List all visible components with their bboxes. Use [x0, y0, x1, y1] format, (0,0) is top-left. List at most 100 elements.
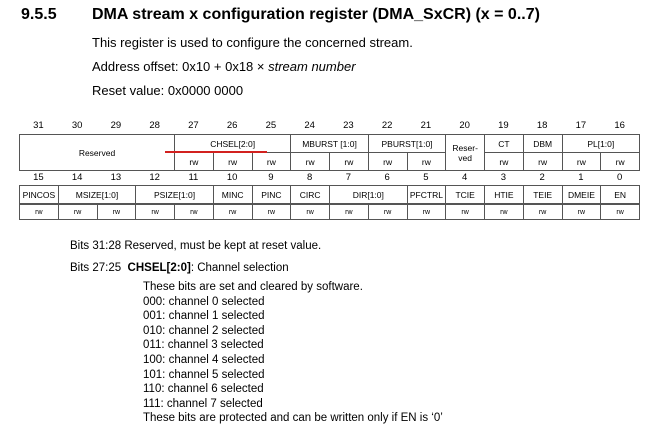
- bit-number: 22: [381, 120, 393, 131]
- bits-31-28-description: Bits 31:28 Reserved, must be kept at res…: [70, 240, 322, 252]
- section-title: DMA stream x configuration register (DMA…: [92, 6, 540, 23]
- access-type: rw: [561, 152, 602, 171]
- access-type: rw: [329, 204, 369, 220]
- bit-number: 3: [500, 172, 507, 183]
- access-type: rw: [367, 152, 408, 171]
- access-type: rw: [212, 152, 253, 171]
- access-type: rw: [251, 204, 292, 220]
- bit-number: 0: [616, 172, 623, 183]
- access-type: rw: [174, 204, 214, 220]
- access-type: rw: [406, 204, 447, 220]
- bit-number: 1: [578, 172, 584, 183]
- address-offset: Address offset: 0x10 + 0x18 × stream num…: [92, 59, 356, 74]
- field-pinc: PINC: [251, 185, 292, 204]
- chsel-line: 111: channel 7 selected: [143, 397, 263, 410]
- bit-number: 13: [110, 172, 122, 183]
- bit-number: 14: [71, 172, 83, 183]
- bit-number: 2: [539, 172, 545, 183]
- field-reserved-31-28: Reserved: [18, 134, 176, 171]
- bits-27-25-heading: Bits 27:25 CHSEL[2:0]: Channel selection: [70, 262, 289, 274]
- field-pl: PL[1:0]: [561, 134, 641, 153]
- bit-number: 17: [575, 120, 587, 131]
- chsel-line: 110: channel 6 selected: [143, 383, 264, 396]
- field-reserved-20: Reser- ved: [445, 134, 486, 171]
- field-en: EN: [600, 185, 641, 204]
- field-msize: MSIZE[1:0]: [57, 185, 137, 204]
- bit-number: 30: [71, 120, 83, 131]
- chsel-description: These bits are set and cleared by softwa…: [143, 280, 443, 426]
- address-offset-text: Address offset: 0x10 + 0x18 ×: [92, 59, 269, 74]
- chsel-line: 101: channel 5 selected: [143, 368, 265, 381]
- access-type: rw: [445, 204, 485, 220]
- bits-27-25-field: CHSEL[2:0]: [127, 262, 191, 274]
- bit-number: 19: [498, 120, 509, 131]
- bit-number: 9: [268, 172, 274, 183]
- bit-number: 28: [149, 120, 160, 131]
- access-type: rw: [561, 204, 602, 220]
- bit-number: 16: [614, 120, 625, 131]
- access-type: rw: [329, 152, 369, 171]
- chsel-line: These bits are protected and can be writ…: [143, 412, 443, 425]
- field-minc: MINC: [212, 185, 253, 204]
- access-type: rw: [290, 152, 331, 171]
- access-type: rw: [522, 152, 563, 171]
- bit-number: 18: [536, 120, 548, 131]
- bits-27-25-range: Bits 27:25: [70, 262, 128, 274]
- access-type: rw: [19, 204, 59, 220]
- bit-number: 15: [33, 172, 44, 183]
- access-type: rw: [290, 204, 330, 220]
- section-number: 9.5.5: [21, 6, 57, 23]
- access-type: rw: [135, 204, 175, 220]
- field-htie: HTIE: [484, 185, 524, 204]
- field-teie: TEIE: [522, 185, 563, 204]
- access-type: rw: [484, 152, 524, 171]
- bit-number: 4: [461, 172, 468, 183]
- bit-number: 27: [188, 120, 199, 131]
- field-dir: DIR[1:0]: [329, 185, 408, 204]
- bit-number: 29: [110, 120, 122, 131]
- register-purpose: This register is used to configure the c…: [92, 35, 413, 50]
- bit-number: 25: [265, 120, 277, 131]
- bit-number: 26: [226, 120, 238, 131]
- access-type: rw: [96, 204, 137, 220]
- address-offset-variable: stream number: [268, 59, 356, 74]
- bit-number: 7: [345, 172, 352, 183]
- chsel-line: These bits are set and cleared by softwa…: [143, 281, 363, 293]
- bit-number: 8: [306, 172, 313, 183]
- field-dmeie: DMEIE: [561, 185, 602, 204]
- access-type: rw: [174, 152, 214, 171]
- field-ct: CT: [484, 134, 524, 153]
- access-type: rw: [600, 204, 640, 220]
- chsel-line: 011: channel 3 selected: [143, 339, 264, 352]
- upper-field-row: Reserved CHSEL[2:0] MBURST [1:0] PBURST[…: [18, 134, 641, 171]
- bit-number: 31: [33, 120, 44, 131]
- bits-27-25-title: : Channel selection: [190, 262, 289, 274]
- chsel-line: 001: channel 1 selected: [143, 310, 265, 323]
- access-type: rw: [57, 204, 98, 220]
- field-pfctrl: PFCTRL: [406, 185, 447, 204]
- access-type: rw: [522, 204, 563, 220]
- field-mburst: MBURST [1:0]: [290, 134, 369, 153]
- bit-number: 6: [384, 172, 390, 183]
- bit-number: 20: [459, 120, 470, 131]
- lower-field-row: PINCOS MSIZE[1:0] PSIZE[1:0] MINC PINC C…: [19, 185, 641, 204]
- bit-number: 10: [226, 172, 238, 183]
- chsel-line: 100: channel 4 selected: [143, 353, 265, 366]
- bit-number: 21: [420, 120, 432, 131]
- field-pburst: PBURST[1:0]: [367, 134, 447, 153]
- bit-number: 5: [423, 172, 429, 183]
- field-chsel: CHSEL[2:0]: [174, 134, 292, 153]
- chsel-line: 000: channel 0 selected: [143, 295, 265, 308]
- bit-number: 12: [149, 172, 160, 183]
- bit-number: 24: [304, 120, 315, 131]
- access-type: rw: [251, 152, 292, 171]
- access-type: rw: [406, 152, 447, 171]
- field-circ: CIRC: [290, 185, 331, 204]
- access-type: rw: [212, 204, 253, 220]
